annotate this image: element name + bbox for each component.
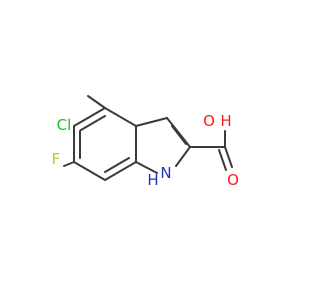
structure-canvas: Cl F O H O N H xyxy=(51,95,239,189)
bond xyxy=(104,161,137,181)
fluorine-label: F xyxy=(52,150,61,168)
bond xyxy=(63,161,75,167)
bond xyxy=(135,117,168,127)
bonds xyxy=(63,95,233,181)
bond xyxy=(175,146,191,167)
nitrogen-label: N xyxy=(160,164,171,182)
bond-double-inner xyxy=(80,115,106,131)
bond xyxy=(135,161,158,174)
bond-double-inner xyxy=(171,125,187,145)
carbonyl-oxygen-label: O xyxy=(227,171,239,189)
hydroxyl-hydrogen-label: H xyxy=(220,112,231,130)
nitrogen-hydrogen-label: H xyxy=(147,171,158,189)
bond xyxy=(166,117,191,148)
bond xyxy=(73,107,106,127)
molecule-diagram: Cl F O H O N H xyxy=(52,95,239,189)
chlorine-label: Cl xyxy=(57,116,72,134)
bond xyxy=(73,161,106,181)
bond-double-inner xyxy=(104,157,130,173)
bond xyxy=(87,95,106,109)
bond xyxy=(224,146,233,168)
hydroxyl-oxygen-label: O xyxy=(203,112,215,130)
bond-double xyxy=(218,149,227,171)
bond xyxy=(104,107,137,127)
